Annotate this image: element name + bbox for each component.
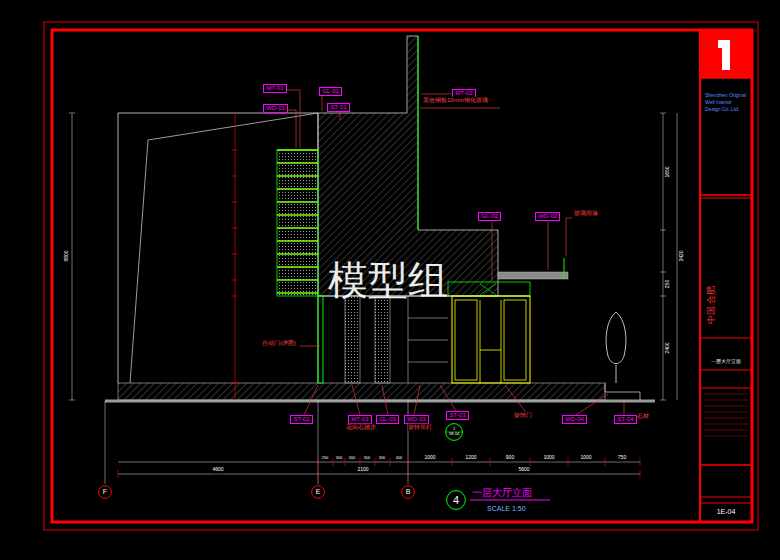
grid-bubble: B [401,485,415,499]
material-tag: WD-03 [404,415,429,424]
tag-code: GL-01 [322,88,339,95]
material-tag: WD-02 [535,212,560,221]
material-tag: ST-02 [290,415,313,424]
tag-code: WD-04 [565,416,584,423]
tag-code: MT-03 [351,416,369,423]
material-tag: ST-04 [614,415,637,424]
dimension: 250 [665,280,671,288]
bubble-number: F [103,488,107,496]
tag-code: GL-02 [481,213,498,220]
dimension: 400 [396,456,403,460]
material-tag: ST-01 [327,103,350,112]
tag-code: ST-01 [330,104,347,111]
bubble-number: B [406,488,411,496]
dimension: 1650 [665,166,671,177]
dimension: 4600 [212,467,223,473]
grid-bubble: E [311,485,325,499]
sheet-title: 一层大厅立面 [711,359,741,365]
dimension: 9800 [64,250,70,261]
dimension: 3420 [679,250,685,261]
tag-code: WD-02 [538,213,557,220]
material-note: 玻璃雨篷 [574,210,598,217]
dimension: 300 [349,456,356,460]
firm-name: Well Interior [705,100,732,106]
tag-code: ST-03 [449,412,466,419]
drawing-title: 一层大厅立面 [472,487,532,498]
dimension: 750 [618,455,626,461]
grid-bubble: F [98,485,112,499]
project-name: 中国.合肥 [707,286,717,325]
material-tag: GL-03 [376,415,399,424]
dimension: 2100 [357,467,368,473]
material-tag: MT-01 [263,84,287,93]
grid-bubble: 4 [446,490,466,510]
bubble-number: E [316,488,321,496]
tag-code: MT-01 [266,85,284,92]
scale-note: SCALE 1:50 [487,505,526,513]
bubble-number: 4 [453,494,459,507]
dimension: 2400 [665,342,671,353]
tag-code: ST-04 [617,416,634,423]
material-note: 旋转吊灯 [408,424,432,431]
tag-code: GL-03 [379,416,396,423]
dimension: 1000 [543,455,554,461]
material-tag: WD-04 [562,415,587,424]
dimension: 1000 [580,455,591,461]
material-note: 石材 [637,413,649,420]
sheet-number: 1E-04 [717,508,736,516]
dimension: 300 [379,456,386,460]
dimension: 1200 [465,455,476,461]
dimension: 300 [336,456,343,460]
dimension: 5600 [518,467,529,473]
tag-code: WD-03 [407,416,426,423]
tag-code: WD-01 [266,105,285,112]
material-tag: ST-03 [446,411,469,420]
material-note: 旋转门 [514,412,532,419]
material-note: 花岗石踏步 [346,424,376,431]
watermark: 模型组 [328,258,448,302]
dimension: 900 [506,455,514,461]
firm-name: Shenzhen Original [705,93,746,99]
material-tag: WD-01 [263,104,288,113]
material-tag: GL-02 [478,212,501,221]
firm-name: Design Co.,Ltd. [705,107,739,113]
bubble-number: 1E-04 [449,432,460,437]
dimension: 300 [364,456,371,460]
dimension: 250 [322,456,329,460]
detail-bubble: 21E-04 [445,423,463,441]
dimension: 1000 [424,455,435,461]
material-tag: MT-03 [348,415,372,424]
material-note: 黑色钢板10mm钢化玻璃 [423,97,488,104]
material-tag: GL-01 [319,87,342,96]
material-note: 自动门(详图) [262,340,296,347]
tag-code: ST-02 [293,416,310,423]
